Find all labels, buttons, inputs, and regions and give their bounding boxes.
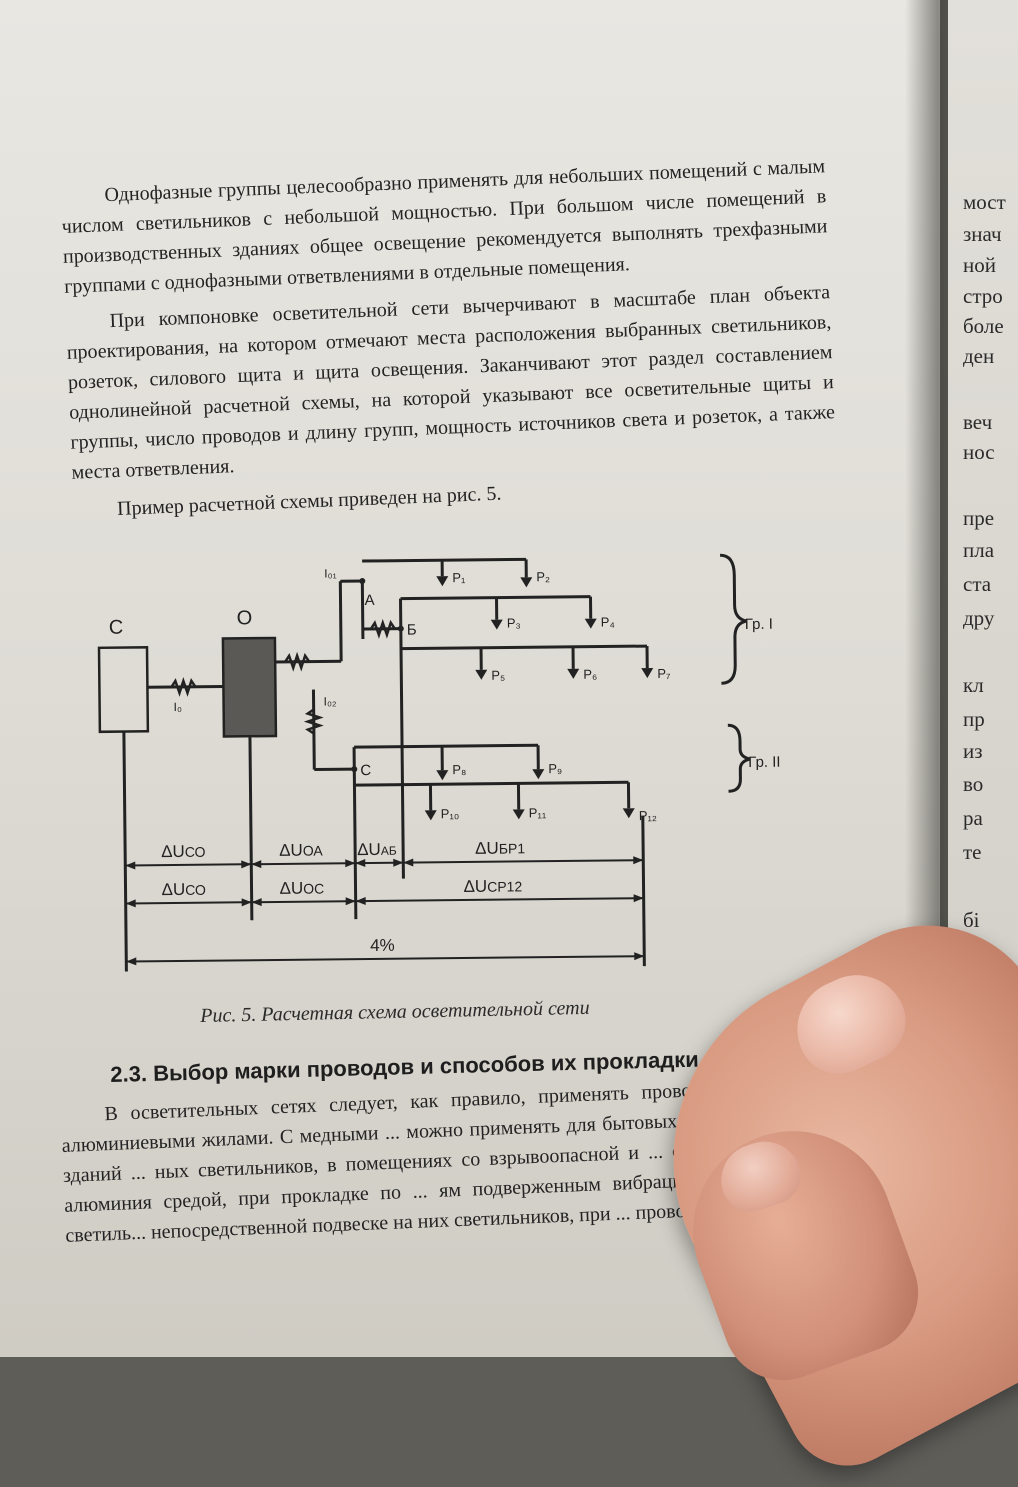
- right-page-line: ден: [963, 344, 994, 369]
- dim-delta-u: ΔU: [279, 841, 303, 860]
- load-p10: P₁₀: [441, 806, 460, 821]
- svg-text:ΔUСО: ΔUСО: [161, 842, 206, 861]
- load-p12: P₁₂: [639, 808, 657, 823]
- right-page-line: нос: [963, 440, 995, 465]
- svg-text:ΔUСО: ΔUСО: [161, 880, 206, 899]
- right-page-line: пла: [963, 538, 994, 563]
- dim-sub-oa: ОА: [303, 842, 324, 858]
- load-p1: P₁: [452, 570, 466, 585]
- right-page-line: кл: [963, 673, 984, 698]
- svg-text:ΔUБР1: ΔUБР1: [475, 838, 525, 858]
- dim-sub-co: СО: [185, 882, 206, 898]
- dim-delta-u: ΔU: [279, 879, 303, 898]
- node-b-label: Б: [407, 621, 417, 638]
- dim-total: 4%: [370, 936, 395, 955]
- group-2-label: Гр. II: [748, 754, 780, 771]
- dim-delta-u: ΔU: [357, 840, 381, 859]
- load-p7: P₇: [657, 666, 671, 681]
- right-page-line: ста: [963, 572, 991, 597]
- dim-sub-oc: ОС: [303, 880, 324, 896]
- wiring-diagram: С О I₀ I₀₁ I₀₂ А Б С P₁ P₂ P₃ P₄ P₅ P₆ P…: [80, 545, 785, 997]
- node-a-label: А: [364, 592, 374, 609]
- dim-delta-u: ΔU: [463, 877, 487, 896]
- svg-text:ΔUОА: ΔUОА: [279, 840, 323, 859]
- right-page-line: те: [963, 840, 982, 865]
- dim-delta-u: ΔU: [475, 839, 499, 858]
- dim-sub-co: СО: [185, 844, 206, 860]
- svg-text:ΔUОС: ΔUОС: [279, 878, 324, 897]
- load-p5: P₅: [491, 668, 505, 683]
- right-page-line: бі: [963, 908, 980, 933]
- load-p9: P₉: [548, 761, 562, 776]
- right-page-line: дру: [963, 606, 994, 631]
- dim-delta-u: ΔU: [161, 880, 185, 899]
- load-p4: P₄: [601, 614, 615, 629]
- panel-c-label: С: [109, 617, 124, 639]
- diagram-svg: С О I₀ I₀₁ I₀₂ А Б С P₁ P₂ P₃ P₄ P₅ P₆ P…: [80, 545, 785, 992]
- right-page-line: стро: [963, 284, 1003, 309]
- node-c-label: С: [360, 762, 371, 779]
- load-p3: P₃: [507, 615, 521, 630]
- right-page-line: во: [963, 772, 983, 797]
- panel-c-box: [99, 647, 148, 731]
- panel-o-label: О: [237, 607, 253, 629]
- right-page-line: ной: [963, 253, 996, 278]
- right-page-line: пр: [963, 707, 985, 732]
- svg-text:ΔUАБ: ΔUАБ: [357, 840, 397, 859]
- load-p8: P₈: [452, 762, 466, 777]
- dim-sub-cp12: СР12: [487, 878, 522, 894]
- load-p11: P₁₁: [529, 805, 547, 820]
- panel-o-box: [223, 638, 276, 737]
- load-p6: P₆: [583, 667, 597, 682]
- right-page-line: знач: [963, 222, 1002, 247]
- right-page-line: мост: [963, 190, 1006, 215]
- right-page-line: ра: [963, 806, 983, 831]
- right-page-line: веч: [963, 410, 992, 435]
- paragraph-2: При компоновке осветительной сети вычерч…: [65, 277, 837, 488]
- dim-sub-ab: АБ: [381, 844, 397, 858]
- body-text-top: Однофазные группы целесообразно применят…: [60, 151, 838, 525]
- right-page-line: из: [963, 739, 983, 764]
- group-1-label: Гр. I: [745, 616, 773, 633]
- current-i01: I₀₁: [324, 566, 337, 580]
- right-page-line: пре: [963, 506, 994, 531]
- current-i02: I₀₂: [324, 694, 337, 708]
- current-i0: I₀: [174, 700, 182, 714]
- right-page-line: боле: [963, 314, 1004, 339]
- dim-sub-br1: БР1: [499, 840, 526, 856]
- dim-delta-u: ΔU: [161, 842, 185, 861]
- svg-text:ΔUСР12: ΔUСР12: [463, 876, 522, 896]
- load-p2: P₂: [536, 569, 550, 584]
